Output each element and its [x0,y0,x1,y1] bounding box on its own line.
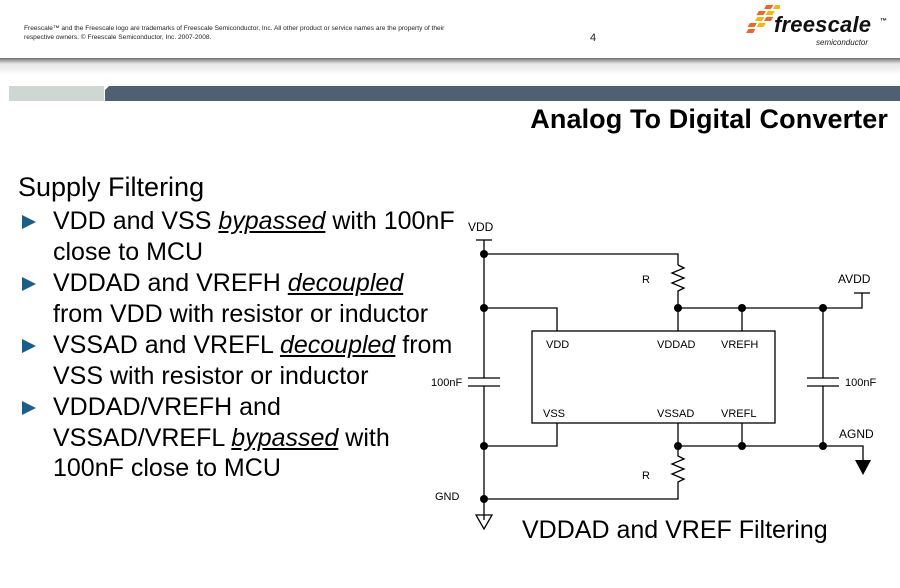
pin-vrefl: VREFL [721,408,756,420]
junction-dot [480,442,488,450]
bullet-arrow-icon [22,215,36,229]
logo-chevron-icon [746,5,780,33]
label-resistor-bottom: R [642,470,650,482]
emphasized-term: bypassed [218,207,326,235]
bullet-text: with 100nF close to MCU [53,423,390,483]
schematic-caption: VDDAD and VREF Filtering [522,516,828,544]
logo-wordmark: freescale [774,12,872,37]
bullet-arrow-icon [22,277,36,291]
junction-dot [819,304,827,312]
junction-dot [674,304,682,312]
pin-vrefh: VREFH [721,339,758,351]
wire-vdd-to-resistor [484,253,679,265]
bullet-text: VDDAD and VREFH [53,269,288,297]
pin-vss: VSS [543,408,565,420]
label-cap-left: 100nF [431,377,462,389]
junction-dot [480,304,488,312]
junction-dot [480,250,488,258]
bullet-item: VSSAD and VREFL decoupled from VSS with … [18,330,458,391]
slide-title: Analog To Digital Converter [530,104,888,134]
bullet-text: with 100nF close to MCU [53,207,455,266]
wire-vss-pin [484,423,558,447]
logo-trademark: ™ [880,18,887,25]
bullet-arrow-icon [22,339,36,353]
bullet-item: VDDAD/VREFH and VSSAD/VREFL bypassed wit… [18,392,458,484]
freescale-logo: freescale ™ semiconductor [740,2,900,50]
bullet-text: VSSAD and VREFL [53,331,280,359]
label-agnd: AGND [839,427,874,441]
title-band-left [9,86,104,101]
emphasized-term: bypassed [231,423,339,452]
page-number: 4 [590,32,597,44]
pin-vssad: VSSAD [657,408,694,420]
label-gnd: GND [435,491,460,503]
pin-vdd: VDD [546,339,569,351]
bullet-text: from VDD with resistor or inductor [53,299,429,328]
resistor-bottom [484,446,686,500]
section-heading: Supply Filtering [18,172,205,202]
title-band-right [105,86,900,101]
logo-subtitle: semiconductor [816,38,869,47]
bullet-text: from VSS with resistor or inductor [53,331,453,390]
pin-vddad: VDDAD [657,339,696,351]
junction-dot [738,304,746,312]
bullet-list: VDD and VSS bypassed with 100nF close to… [18,206,458,485]
junction-dot [738,442,746,450]
label-cap-right: 100nF [845,377,876,389]
label-resistor-top: R [642,274,650,286]
avdd-rail [678,293,863,309]
resistor-top [670,264,686,308]
bullet-text: VDD and VSS [53,207,219,235]
label-vdd-supply: VDD [468,220,494,234]
agnd-symbol [855,460,871,475]
gnd-symbol [474,514,494,531]
junction-dot [819,442,827,450]
junction-dot [674,442,682,450]
bullet-item: VDD and VSS bypassed with 100nF close to… [18,206,458,267]
bullet-arrow-icon [22,401,36,415]
bullet-item: VDDAD and VREFH decoupled from VDD with … [18,268,458,329]
junction-dot [480,495,488,503]
agnd-rail [678,445,864,460]
label-avdd: AVDD [838,272,871,286]
bullet-text: VDDAD/VREFH and VSSAD/VREFL [53,393,281,452]
emphasized-term: decoupled [287,269,404,297]
mcu-chip-body [531,330,776,424]
emphasized-term: decoupled [279,331,396,359]
header-divider [0,58,900,74]
wire-vdd-pin [484,307,558,331]
legal-notice: Freescale™ and the Freescale logo are tr… [24,25,445,41]
